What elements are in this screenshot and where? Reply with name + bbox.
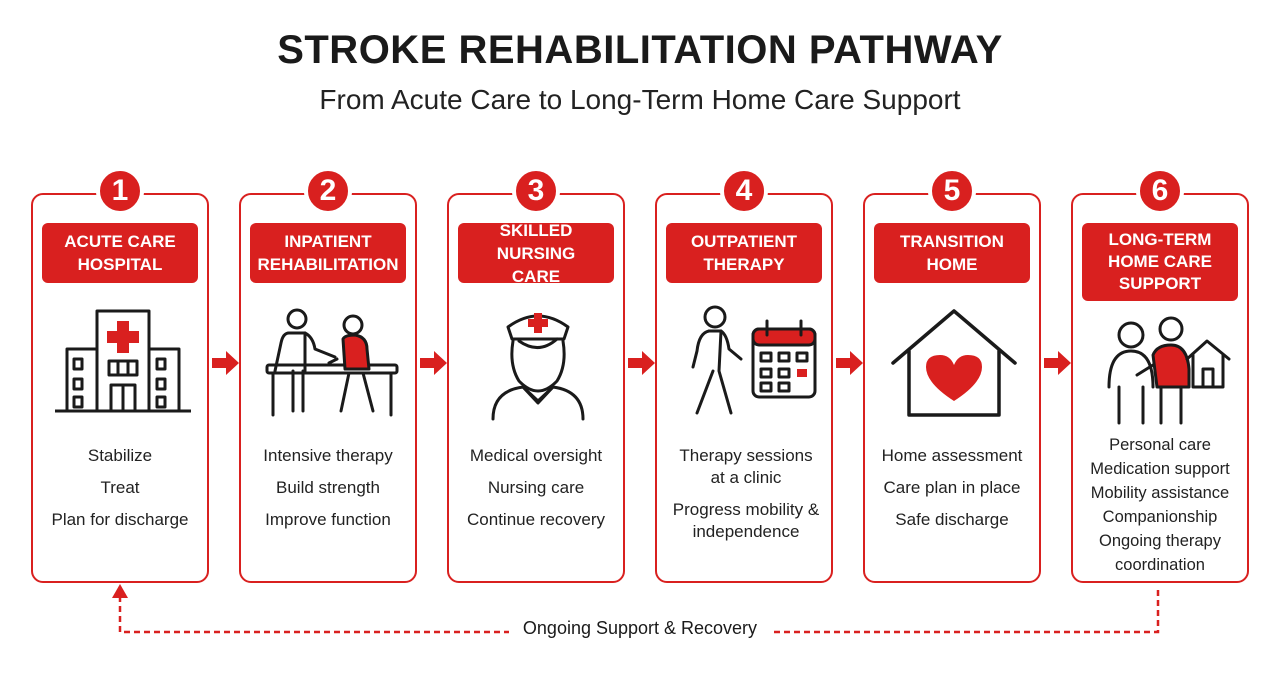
step-number: 4 <box>720 167 768 215</box>
list-item: Progress mobility & independence <box>672 500 820 541</box>
list-item: Ongoing therapy coordination <box>1098 532 1221 574</box>
step-items: Personal care Medication support Mobilit… <box>1077 433 1243 577</box>
therapist-patient-icon <box>255 303 405 423</box>
list-item: Medication support <box>1090 460 1230 478</box>
list-item: Stabilize <box>87 446 153 465</box>
list-item: Home assessment <box>881 446 1023 465</box>
arrow-right-icon <box>626 350 656 376</box>
arrow-right-icon <box>1042 350 1072 376</box>
loop-label-text: Ongoing Support & Recovery <box>508 618 772 638</box>
step-items: Medical oversight Nursing care Continue … <box>453 445 619 541</box>
hospital-icon <box>47 303 197 423</box>
list-item: Therapy sessions at a clinic <box>679 446 813 487</box>
list-item: Nursing care <box>487 478 585 497</box>
arrow-right-icon <box>418 350 448 376</box>
arrow-right-icon <box>210 350 240 376</box>
arrow-right-icon <box>834 350 864 376</box>
step-number: 6 <box>1136 167 1184 215</box>
loop-label: Ongoing Support & Recovery <box>0 618 1280 639</box>
list-item: Care plan in place <box>883 478 1021 497</box>
page-subtitle: From Acute Care to Long-Term Home Care S… <box>319 84 961 115</box>
list-item: Medical oversight <box>469 446 603 465</box>
step-number: 5 <box>928 167 976 215</box>
step-number: 2 <box>304 167 352 215</box>
list-item: Intensive therapy <box>263 446 393 465</box>
list-item: Build strength <box>276 478 380 497</box>
list-item: Treat <box>100 478 140 497</box>
step-number: 1 <box>96 167 144 215</box>
nurse-icon <box>463 303 613 423</box>
list-item: Mobility assistance <box>1090 484 1230 502</box>
step-items: Intensive therapy Build strength Improve… <box>245 445 411 541</box>
step-items: Therapy sessions at a clinic Progress mo… <box>671 445 821 553</box>
list-item: Improve function <box>265 510 391 529</box>
house-heart-icon <box>879 303 1029 423</box>
list-item: Plan for discharge <box>51 510 189 529</box>
page-title: STROKE REHABILITATION PATHWAY <box>277 28 1003 72</box>
list-item: Safe discharge <box>895 510 1009 529</box>
step-items: Stabilize Treat Plan for discharge <box>37 445 203 541</box>
list-item: Personal care <box>1109 436 1211 454</box>
walking-calendar-icon <box>671 303 821 423</box>
list-item: Continue recovery <box>467 510 605 529</box>
step-items: Home assessment Care plan in place Safe … <box>869 445 1035 541</box>
caregiver-home-icon <box>1087 313 1237 425</box>
list-item: Companionship <box>1102 508 1218 526</box>
step-number: 3 <box>512 167 560 215</box>
